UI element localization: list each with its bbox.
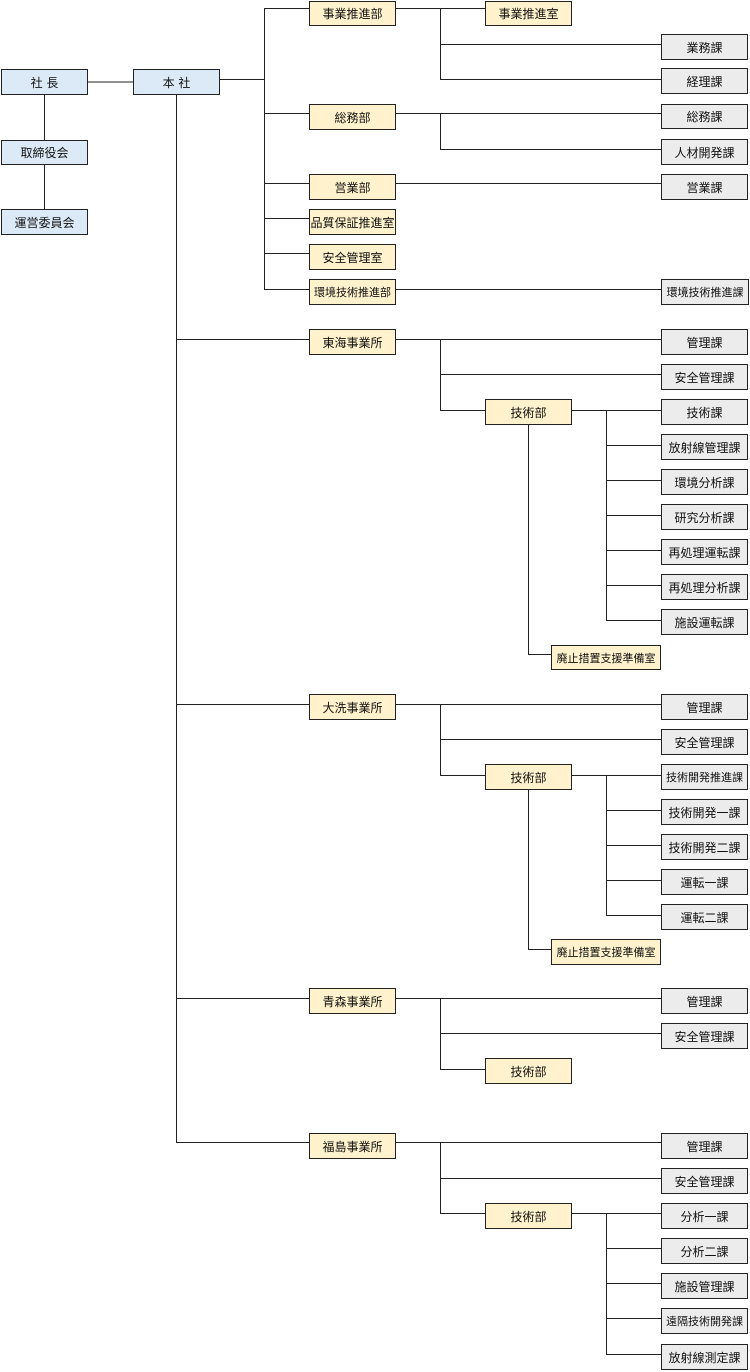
office-box: 品質保証推進室 [309, 209, 396, 235]
tech-dept-box: 技術部 [485, 764, 572, 790]
section-box: 放射線管理課 [661, 434, 748, 460]
section-box: 放射線測定課 [661, 1344, 748, 1370]
site-box: 青森事業所 [309, 988, 396, 1014]
dept-box: 事業推進部 [309, 1, 396, 26]
section-box: 環境技術推進課 [661, 279, 749, 305]
section-box: 環境分析課 [661, 469, 748, 495]
site-box: 福島事業所 [309, 1133, 396, 1159]
section-box: 業務課 [661, 34, 748, 60]
section-box: 再処理分析課 [661, 574, 748, 600]
section-box: 研究分析課 [661, 504, 748, 530]
committee-box: 運営委員会 [1, 209, 88, 235]
section-box: 技術開発二課 [661, 834, 748, 860]
section-box: 技術開発一課 [661, 799, 748, 825]
section-box: 分析一課 [661, 1203, 748, 1229]
section-box: 営業課 [661, 174, 748, 200]
section-box: 管理課 [661, 329, 748, 355]
dept-box: 営業部 [309, 174, 396, 200]
section-box: 分析二課 [661, 1238, 748, 1264]
prep-office-box: 廃止措置支援準備室 [551, 645, 661, 670]
office-box: 安全管理室 [309, 244, 396, 270]
section-box: 安全管理課 [661, 1023, 748, 1049]
site-box: 東海事業所 [309, 329, 396, 355]
section-box: 安全管理課 [661, 364, 748, 390]
section-box: 運転二課 [661, 904, 748, 930]
tech-dept-box: 技術部 [485, 1058, 572, 1084]
head-office-box: 本 社 [133, 69, 220, 95]
section-box: 経理課 [661, 68, 748, 94]
section-box: 技術課 [661, 399, 748, 425]
section-box: 安全管理課 [661, 1168, 748, 1194]
section-box: 施設運転課 [661, 609, 748, 635]
section-box: 遠隔技術開発課 [661, 1308, 748, 1334]
president-box: 社 長 [1, 69, 88, 95]
dept-box: 環境技術推進部 [309, 279, 396, 305]
section-box: 総務課 [661, 104, 748, 129]
section-box: 技術開発推進課 [661, 764, 748, 790]
section-box: 安全管理課 [661, 729, 748, 755]
section-box: 管理課 [661, 694, 748, 720]
dept-box: 総務部 [309, 104, 396, 130]
office-box: 事業推進室 [485, 1, 572, 26]
site-box: 大洗事業所 [309, 694, 396, 720]
section-box: 再処理運転課 [661, 539, 748, 565]
board-box: 取締役会 [1, 140, 88, 165]
prep-office-box: 廃止措置支援準備室 [551, 939, 661, 965]
section-box: 運転一課 [661, 869, 748, 895]
section-box: 人材開発課 [661, 139, 748, 165]
tech-dept-box: 技術部 [485, 1203, 572, 1229]
tech-dept-box: 技術部 [485, 399, 572, 425]
section-box: 管理課 [661, 988, 748, 1014]
section-box: 施設管理課 [661, 1273, 748, 1299]
section-box: 管理課 [661, 1133, 748, 1159]
